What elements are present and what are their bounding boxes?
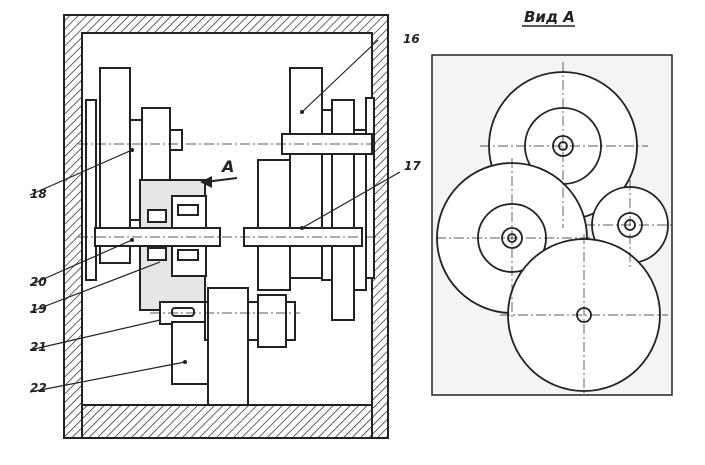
leader-16 — [301, 39, 379, 113]
leader-dot-22 — [183, 360, 187, 364]
lower-right-gear — [257, 294, 287, 348]
lower-gear-22 — [171, 321, 209, 385]
label-22: 22 — [30, 381, 47, 395]
bearing-top — [147, 209, 167, 223]
view-arrow-label: A — [220, 157, 234, 176]
clutch-slot-bottom — [177, 249, 199, 261]
leader-20 — [29, 239, 133, 286]
bearing-bottom — [147, 247, 167, 261]
leader-17 — [301, 171, 401, 229]
leader-dot-17 — [300, 226, 304, 230]
section-view — [29, 14, 401, 439]
clutch-slot-top — [177, 204, 199, 216]
view-a — [431, 54, 673, 396]
leader-22 — [29, 361, 186, 393]
leader-18 — [29, 149, 133, 196]
right-gear-a — [257, 159, 291, 291]
label-16: 16 — [403, 32, 420, 46]
leader-dot-18 — [130, 148, 134, 152]
leader-dot-20 — [130, 238, 134, 242]
view-arrow-head — [200, 176, 212, 188]
key-slot — [171, 307, 195, 317]
label-19: 19 — [30, 302, 47, 316]
base-block — [81, 404, 373, 439]
right-gear-f — [365, 97, 375, 279]
view-a-title: Вид А — [524, 8, 575, 26]
leader-21 — [29, 319, 161, 351]
leader-dot-16 — [300, 110, 304, 114]
left-collar — [169, 129, 183, 151]
leader-19 — [29, 261, 161, 313]
label-17: 17 — [404, 159, 421, 173]
lower-large-block — [207, 287, 249, 406]
left-gear-1 — [85, 99, 97, 281]
label-18: 18 — [30, 187, 47, 201]
label-21: 21 — [30, 340, 47, 354]
label-20: 20 — [30, 275, 47, 289]
